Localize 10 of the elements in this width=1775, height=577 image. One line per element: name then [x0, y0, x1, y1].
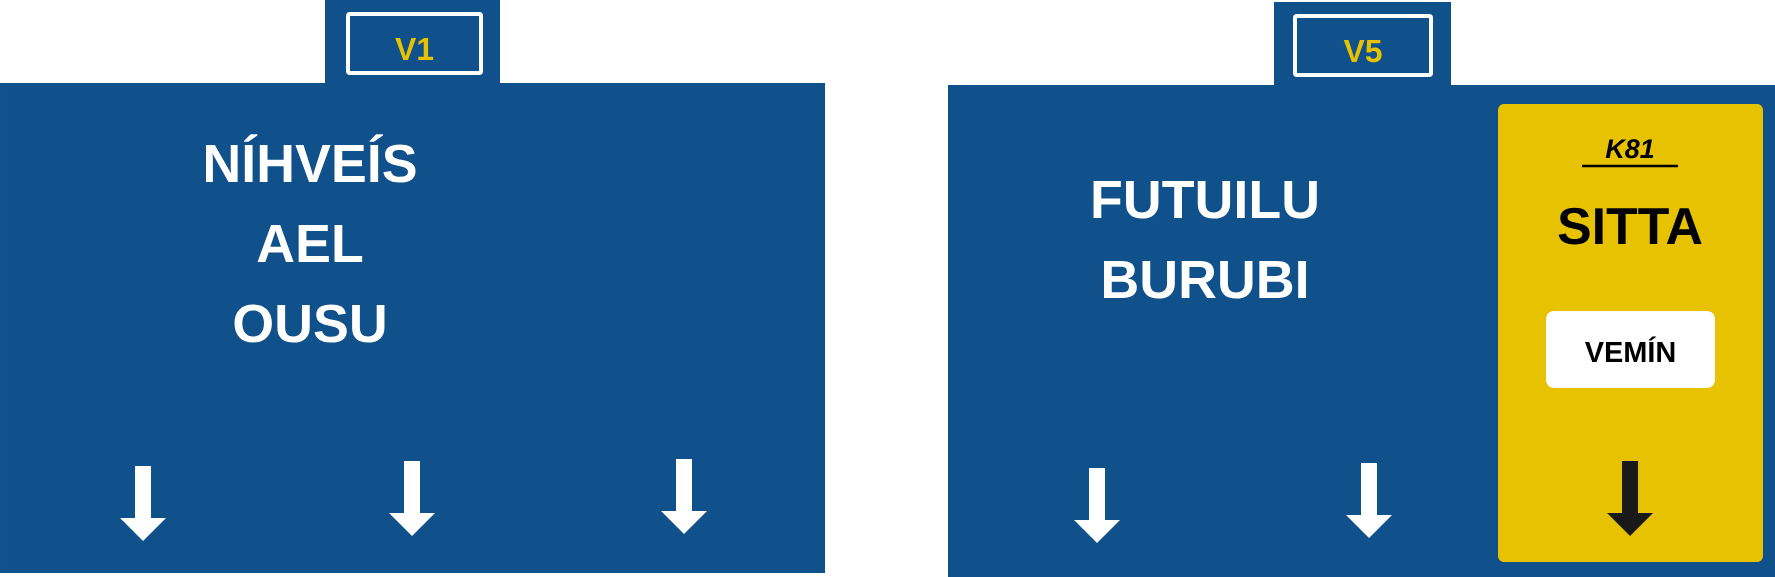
- route-number-plate: V5: [1293, 14, 1433, 77]
- destination-plate: VEMÍN: [1546, 311, 1715, 388]
- destination-name: BURUBI: [1104, 261, 1306, 299]
- destination-name: NÍHVEÍS: [206, 134, 416, 183]
- route-number-plate: V1: [346, 12, 483, 75]
- destination-name: SITTA: [1558, 207, 1702, 245]
- destination-name: FUTUILU: [1093, 181, 1317, 219]
- route-number: K81: [1582, 139, 1678, 168]
- destination-name: AEL: [257, 225, 363, 262]
- destination-name: OUSU: [234, 304, 385, 343]
